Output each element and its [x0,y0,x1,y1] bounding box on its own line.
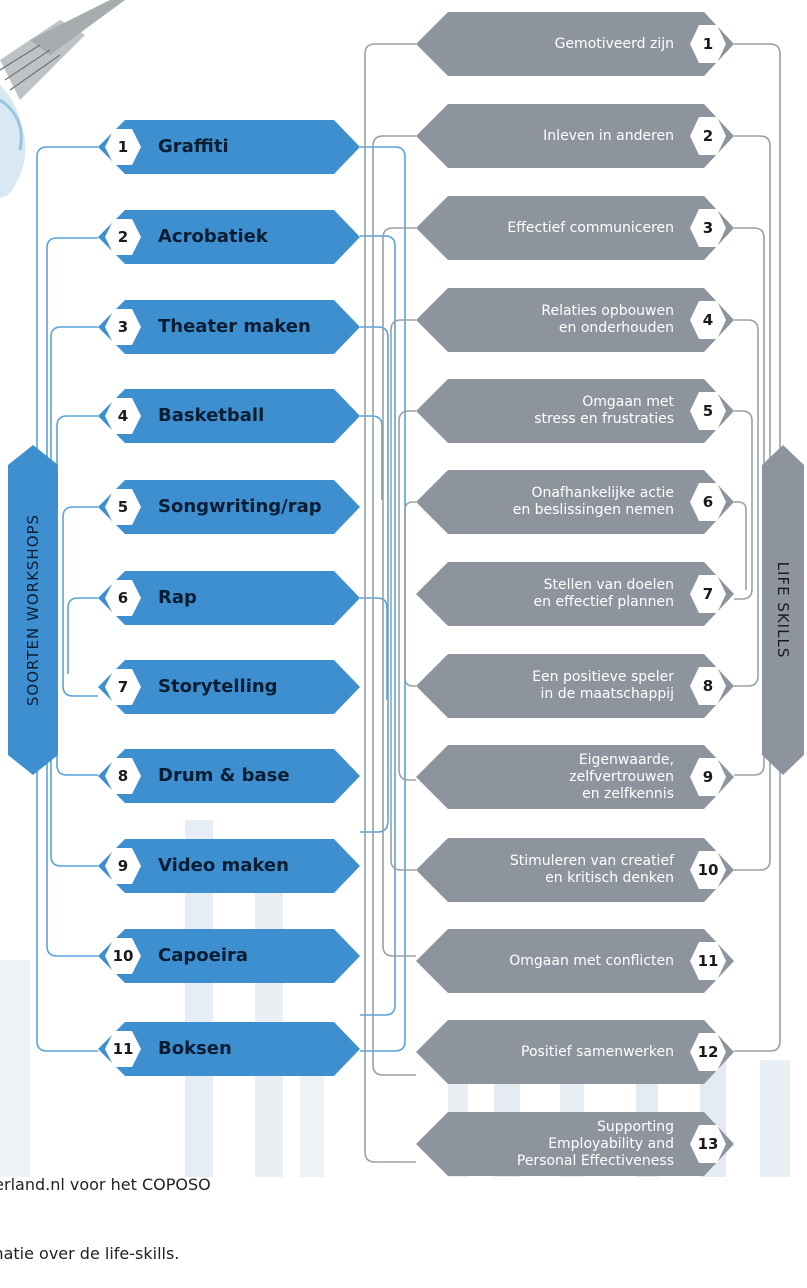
workshop-label: Video maken [158,855,289,876]
workshop-label: Storytelling [158,676,278,697]
life-skill-item: Relaties opbouwen en onderhouden 4 [416,288,734,352]
life-skill-label: Gemotiveerd zijn [554,35,674,52]
workshop-pill [98,929,360,983]
life-skill-number: 5 [690,392,726,430]
workshop-number: 1 [105,129,141,165]
life-skills-title-badge: LIFE SKILLS [762,445,804,775]
life-skill-item: Een positieve speler in de maatschappij … [416,654,734,718]
life-skill-item: Omgaan met stress en frustraties 5 [416,379,734,443]
workshop-item: 3 Theater maken [98,300,360,354]
life-skill-pill [416,12,734,76]
workshop-item: 6 Rap [98,571,360,625]
workshop-number: 5 [105,489,141,525]
workshop-item: 2 Acrobatiek [98,210,360,264]
workshop-number: 8 [105,758,141,794]
workshop-item: 1 Graffiti [98,120,360,174]
life-skill-pill [416,654,734,718]
footnote: derland.nl voor het COPOSO matie over de… [0,1127,400,1288]
workshop-number: 3 [105,309,141,345]
workshop-pill [98,749,360,803]
workshop-item: 7 Storytelling [98,660,360,714]
workshop-label: Drum & base [158,765,290,786]
workshop-label: Songwriting/rap [158,496,322,517]
life-skills-title: LIFE SKILLS [774,561,792,659]
workshop-pill [98,210,360,264]
workshop-pill [98,300,360,354]
life-skill-label: Een positieve speler in de maatschappij [532,669,674,702]
workshop-number: 6 [105,580,141,616]
workshop-pill [98,1022,360,1076]
connection-lines [36,43,781,1163]
workshop-number: 4 [105,398,141,434]
workshop-pill [98,120,360,174]
workshop-pill [98,480,360,534]
life-skill-label: Onafhankelijke actie en beslissingen nem… [512,485,674,518]
life-skill-label: Relaties opbouwen en onderhouden [541,303,674,336]
workshop-number: 10 [105,938,141,974]
paintbrush-illustration [0,0,125,198]
workshops-title-badge: SOORTEN WORKSHOPS [8,445,58,775]
life-skill-label: Stellen van doelen en effectief plannen [533,577,674,610]
life-skill-item: Supporting Employability and Personal Ef… [416,1112,734,1176]
life-skill-item: Stimuleren van creatief en kritisch denk… [416,838,734,902]
life-skill-pill [416,745,734,809]
life-skill-pill [416,929,734,993]
life-skill-label: Positief samenwerken [521,1043,674,1060]
life-skill-label: Eigenwaarde, zelfvertrouwen en zelfkenni… [569,751,674,802]
life-skill-item: Inleven in anderen 2 [416,104,734,168]
workshop-label: Rap [158,587,197,608]
life-skill-label: Omgaan met conflicten [509,952,674,969]
life-skill-label: Supporting Employability and Personal Ef… [516,1118,674,1169]
workshop-label: Acrobatiek [158,226,268,247]
workshop-item: 10 Capoeira [98,929,360,983]
life-skill-pill [416,379,734,443]
life-skill-pill [416,196,734,260]
workshop-pill [98,660,360,714]
life-skill-item: Eigenwaarde, zelfvertrouwen en zelfkenni… [416,745,734,809]
life-skill-item: Omgaan met conflicten 11 [416,929,734,993]
workshop-number: 9 [105,848,141,884]
life-skill-item: Effectief communiceren 3 [416,196,734,260]
workshops-title: SOORTEN WORKSHOPS [24,513,42,707]
workshop-number: 7 [105,669,141,705]
life-skill-label: Effectief communiceren [507,219,674,236]
life-skill-label: Omgaan met stress en frustraties [534,394,674,427]
workshop-item: 11 Boksen [98,1022,360,1076]
footnote-line-2: matie over de life-skills. [0,1244,180,1263]
life-skill-pill [416,562,734,626]
life-skill-number: 13 [690,1125,726,1163]
life-skill-pill [416,288,734,352]
workshop-label: Graffiti [158,136,229,157]
life-skill-item: Stellen van doelen en effectief plannen … [416,562,734,626]
life-skill-pill [416,1112,734,1176]
life-skill-label: Stimuleren van creatief en kritisch denk… [509,853,674,886]
footnote-line-1: derland.nl voor het COPOSO [0,1175,211,1194]
life-skill-number: 12 [690,1033,726,1071]
workshop-pill [98,839,360,893]
workshop-item: 9 Video maken [98,839,360,893]
workshop-label: Theater maken [158,316,311,337]
workshop-label: Boksen [158,1038,232,1059]
life-skill-pill [416,470,734,534]
life-skill-pill [416,104,734,168]
life-skill-number: 4 [690,301,726,339]
life-skill-pill [416,838,734,902]
workshop-number: 11 [105,1031,141,1067]
workshop-label: Basketball [158,405,265,426]
life-skill-label: Inleven in anderen [543,127,674,144]
workshop-pill [98,571,360,625]
workshop-item: 8 Drum & base [98,749,360,803]
life-skill-item: Gemotiveerd zijn 1 [416,12,734,76]
workshop-label: Capoeira [158,945,249,966]
life-skill-item: Positief samenwerken 12 [416,1020,734,1084]
life-skill-pill [416,1020,734,1084]
workshop-pill [98,389,360,443]
workshop-item: 5 Songwriting/rap [98,480,360,534]
workshop-number: 2 [105,219,141,255]
workshop-item: 4 Basketball [98,389,360,443]
life-skill-item: Onafhankelijke actie en beslissingen nem… [416,470,734,534]
